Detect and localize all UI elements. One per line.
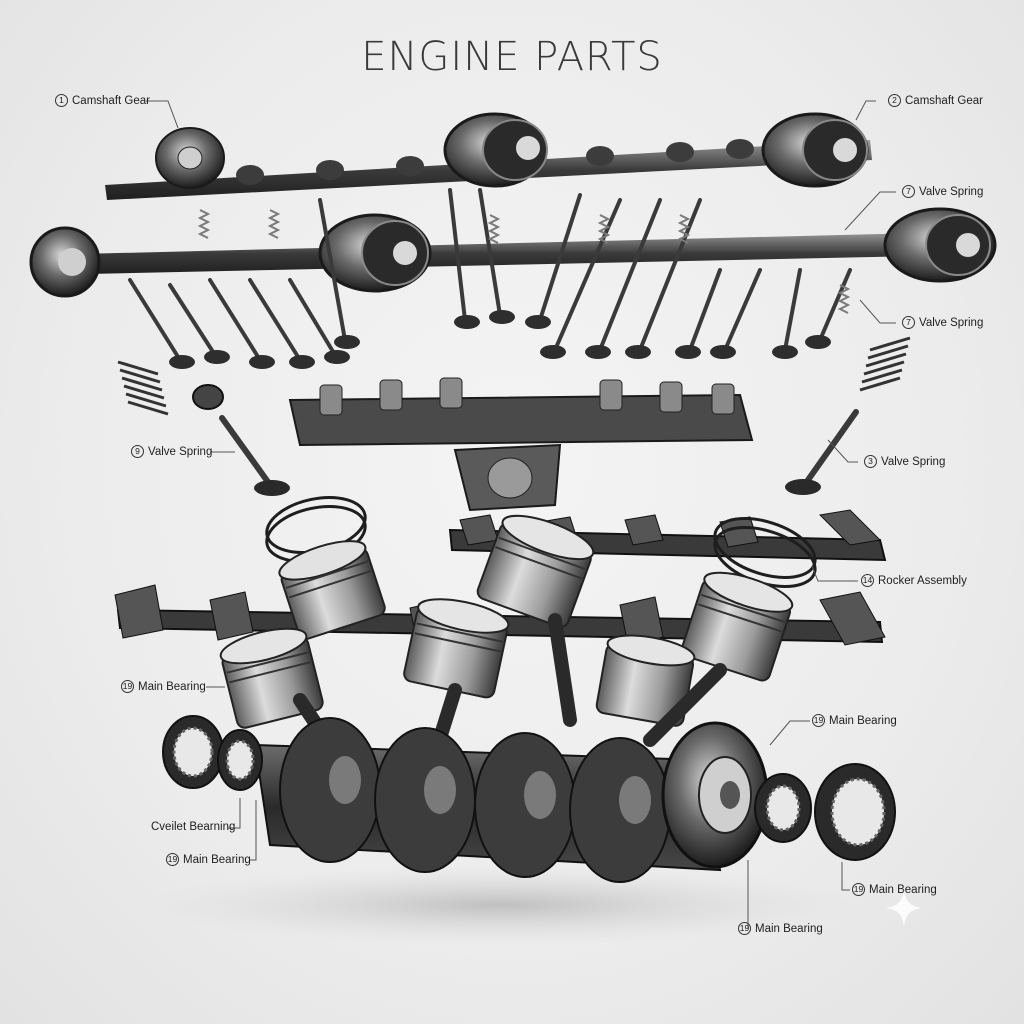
loose-spring-left	[117, 360, 169, 416]
floor-shadow	[140, 865, 860, 945]
valves-right	[538, 193, 852, 352]
callout-valve-spring-7b: 7 Valve Spring	[902, 316, 983, 329]
callout-label: Main Bearing	[755, 922, 823, 935]
callout-camshaft-gear-2: 2 Camshaft Gear	[888, 94, 983, 107]
callout-cveilet-bearning: Cveilet Bearning	[151, 821, 235, 833]
valve-springs	[197, 209, 851, 314]
callout-main-bearing-lower-left: 19 Main Bearing	[166, 853, 251, 866]
callout-label: Camshaft Gear	[905, 94, 983, 107]
callout-label: Camshaft Gear	[72, 94, 150, 107]
callout-main-bearing-bottom: 19 Main Bearing	[738, 922, 823, 935]
loose-spring-right	[859, 336, 911, 392]
callout-main-bearing-lower-right: 19 Main Bearing	[852, 883, 937, 896]
callout-number: 3	[864, 455, 877, 468]
callout-rocker-assembly: 14 Rocker Assembly	[861, 574, 967, 587]
callout-number: 14	[861, 574, 874, 587]
callout-number: 19	[121, 680, 134, 693]
callout-main-bearing-upper-right: 19 Main Bearing	[812, 714, 897, 727]
callout-label: Main Bearing	[829, 714, 897, 727]
callout-main-bearing-upper-left: 19 Main Bearing	[121, 680, 206, 693]
callout-number: 19	[166, 853, 179, 866]
lower-camshaft	[29, 207, 997, 298]
callout-label: Valve Spring	[919, 185, 984, 198]
callout-label: Rocker Assembly	[878, 574, 967, 587]
loose-valve-left	[219, 415, 290, 496]
crankshaft	[253, 717, 769, 883]
callout-label: Cveilet Bearning	[151, 821, 236, 833]
bearings-right	[754, 763, 896, 861]
valve-retainer	[192, 384, 224, 410]
callout-number: 19	[738, 922, 751, 935]
leader-lines	[146, 100, 896, 929]
sparkle-icon	[886, 890, 922, 926]
callout-label: Valve Spring	[919, 316, 984, 329]
callout-label: Main Bearing	[183, 853, 251, 866]
callout-number: 1	[55, 94, 68, 107]
bearings-left	[162, 715, 263, 791]
loose-valve-right	[785, 409, 859, 495]
callout-label: Main Bearing	[869, 883, 937, 896]
callout-valve-spring-7a: 7 Valve Spring	[902, 185, 983, 198]
callout-number: 19	[812, 714, 825, 727]
valve-heads-left	[169, 310, 515, 369]
callout-number: 9	[131, 445, 144, 458]
callout-number: 7	[902, 185, 915, 198]
diagram-title: ENGINE PARTS	[361, 34, 663, 80]
valves-left	[128, 188, 502, 362]
callout-valve-spring-3: 3 Valve Spring	[864, 455, 945, 468]
callout-label: Main Bearing	[138, 680, 206, 693]
callout-camshaft-gear-1: 1 Camshaft Gear	[55, 94, 150, 107]
rocker-assembly-upper	[288, 377, 754, 512]
pistons	[219, 514, 794, 729]
upper-camshaft	[105, 112, 872, 200]
callout-valve-spring-9: 9 Valve Spring	[131, 445, 212, 458]
callout-label: Valve Spring	[148, 445, 213, 458]
callout-number: 19	[852, 883, 865, 896]
callout-number: 7	[902, 316, 915, 329]
callout-label: Valve Spring	[881, 455, 946, 468]
callout-number: 2	[888, 94, 901, 107]
valve-heads-right	[525, 315, 831, 359]
